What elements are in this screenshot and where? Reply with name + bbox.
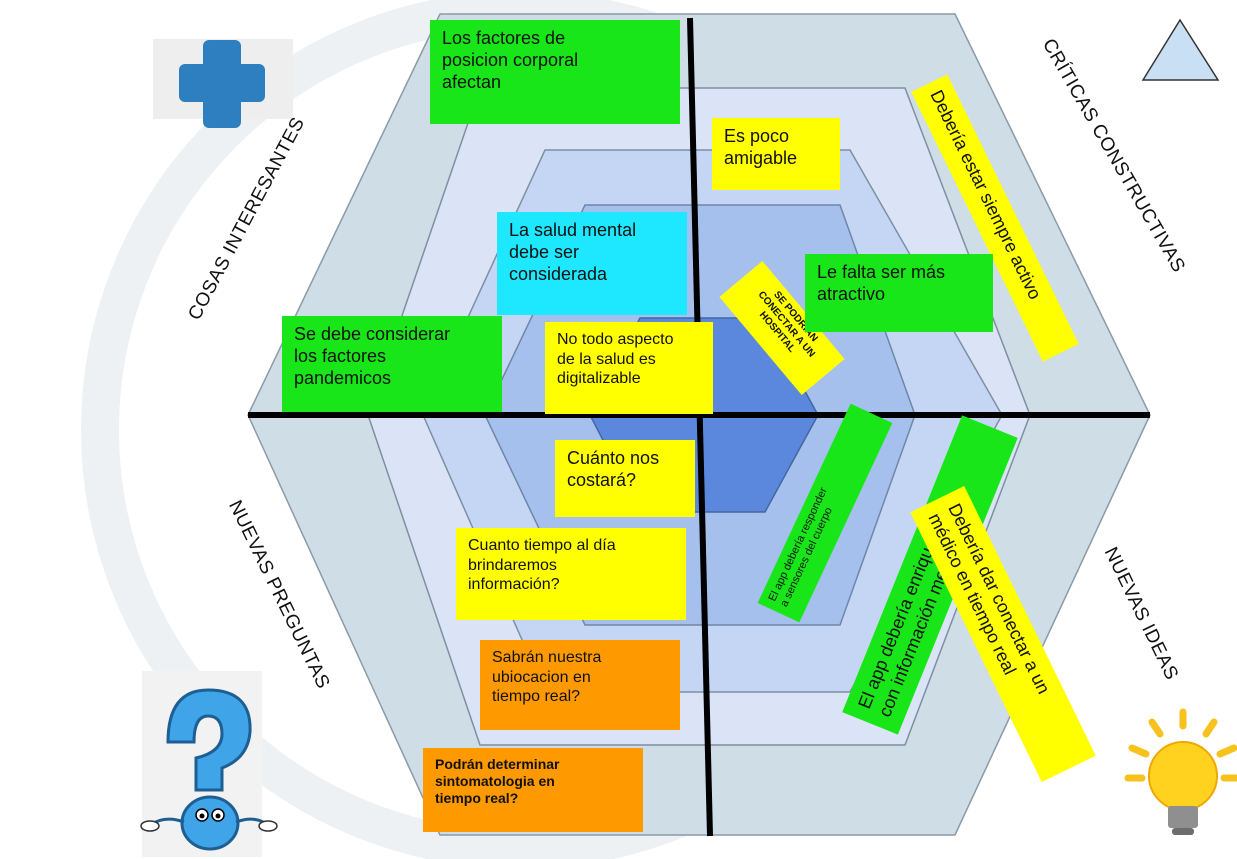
question-mascot-icon xyxy=(140,671,278,857)
lightbulb-icon xyxy=(1124,708,1237,835)
vertical-axis xyxy=(687,17,713,837)
note-cuanto-costara: Cuánto nos costará? xyxy=(555,440,695,517)
note-posicion-corporal: Los factores de posicion corporal afecta… xyxy=(430,20,680,124)
triangle-icon xyxy=(1141,18,1220,81)
plus-icon xyxy=(153,39,293,128)
note-factores-pandemicos: Se debe considerar los factores pandemic… xyxy=(282,316,502,412)
note-ubicacion-tiempo-real: Sabrán nuestra ubiocacion en tiempo real… xyxy=(480,640,680,730)
note-poco-amigable: Es poco amigable xyxy=(712,118,840,190)
note-tiempo-al-dia: Cuanto tiempo al día brindaremos informa… xyxy=(456,528,686,620)
note-salud-mental: La salud mental debe ser considerada xyxy=(497,212,687,315)
note-sintomatologia: Podrán determinar sintomatologia en tiem… xyxy=(423,748,643,832)
note-no-digitalizable: No todo aspecto de la salud es digitaliz… xyxy=(545,322,713,414)
note-mas-atractivo: Le falta ser más atractivo xyxy=(805,254,993,332)
